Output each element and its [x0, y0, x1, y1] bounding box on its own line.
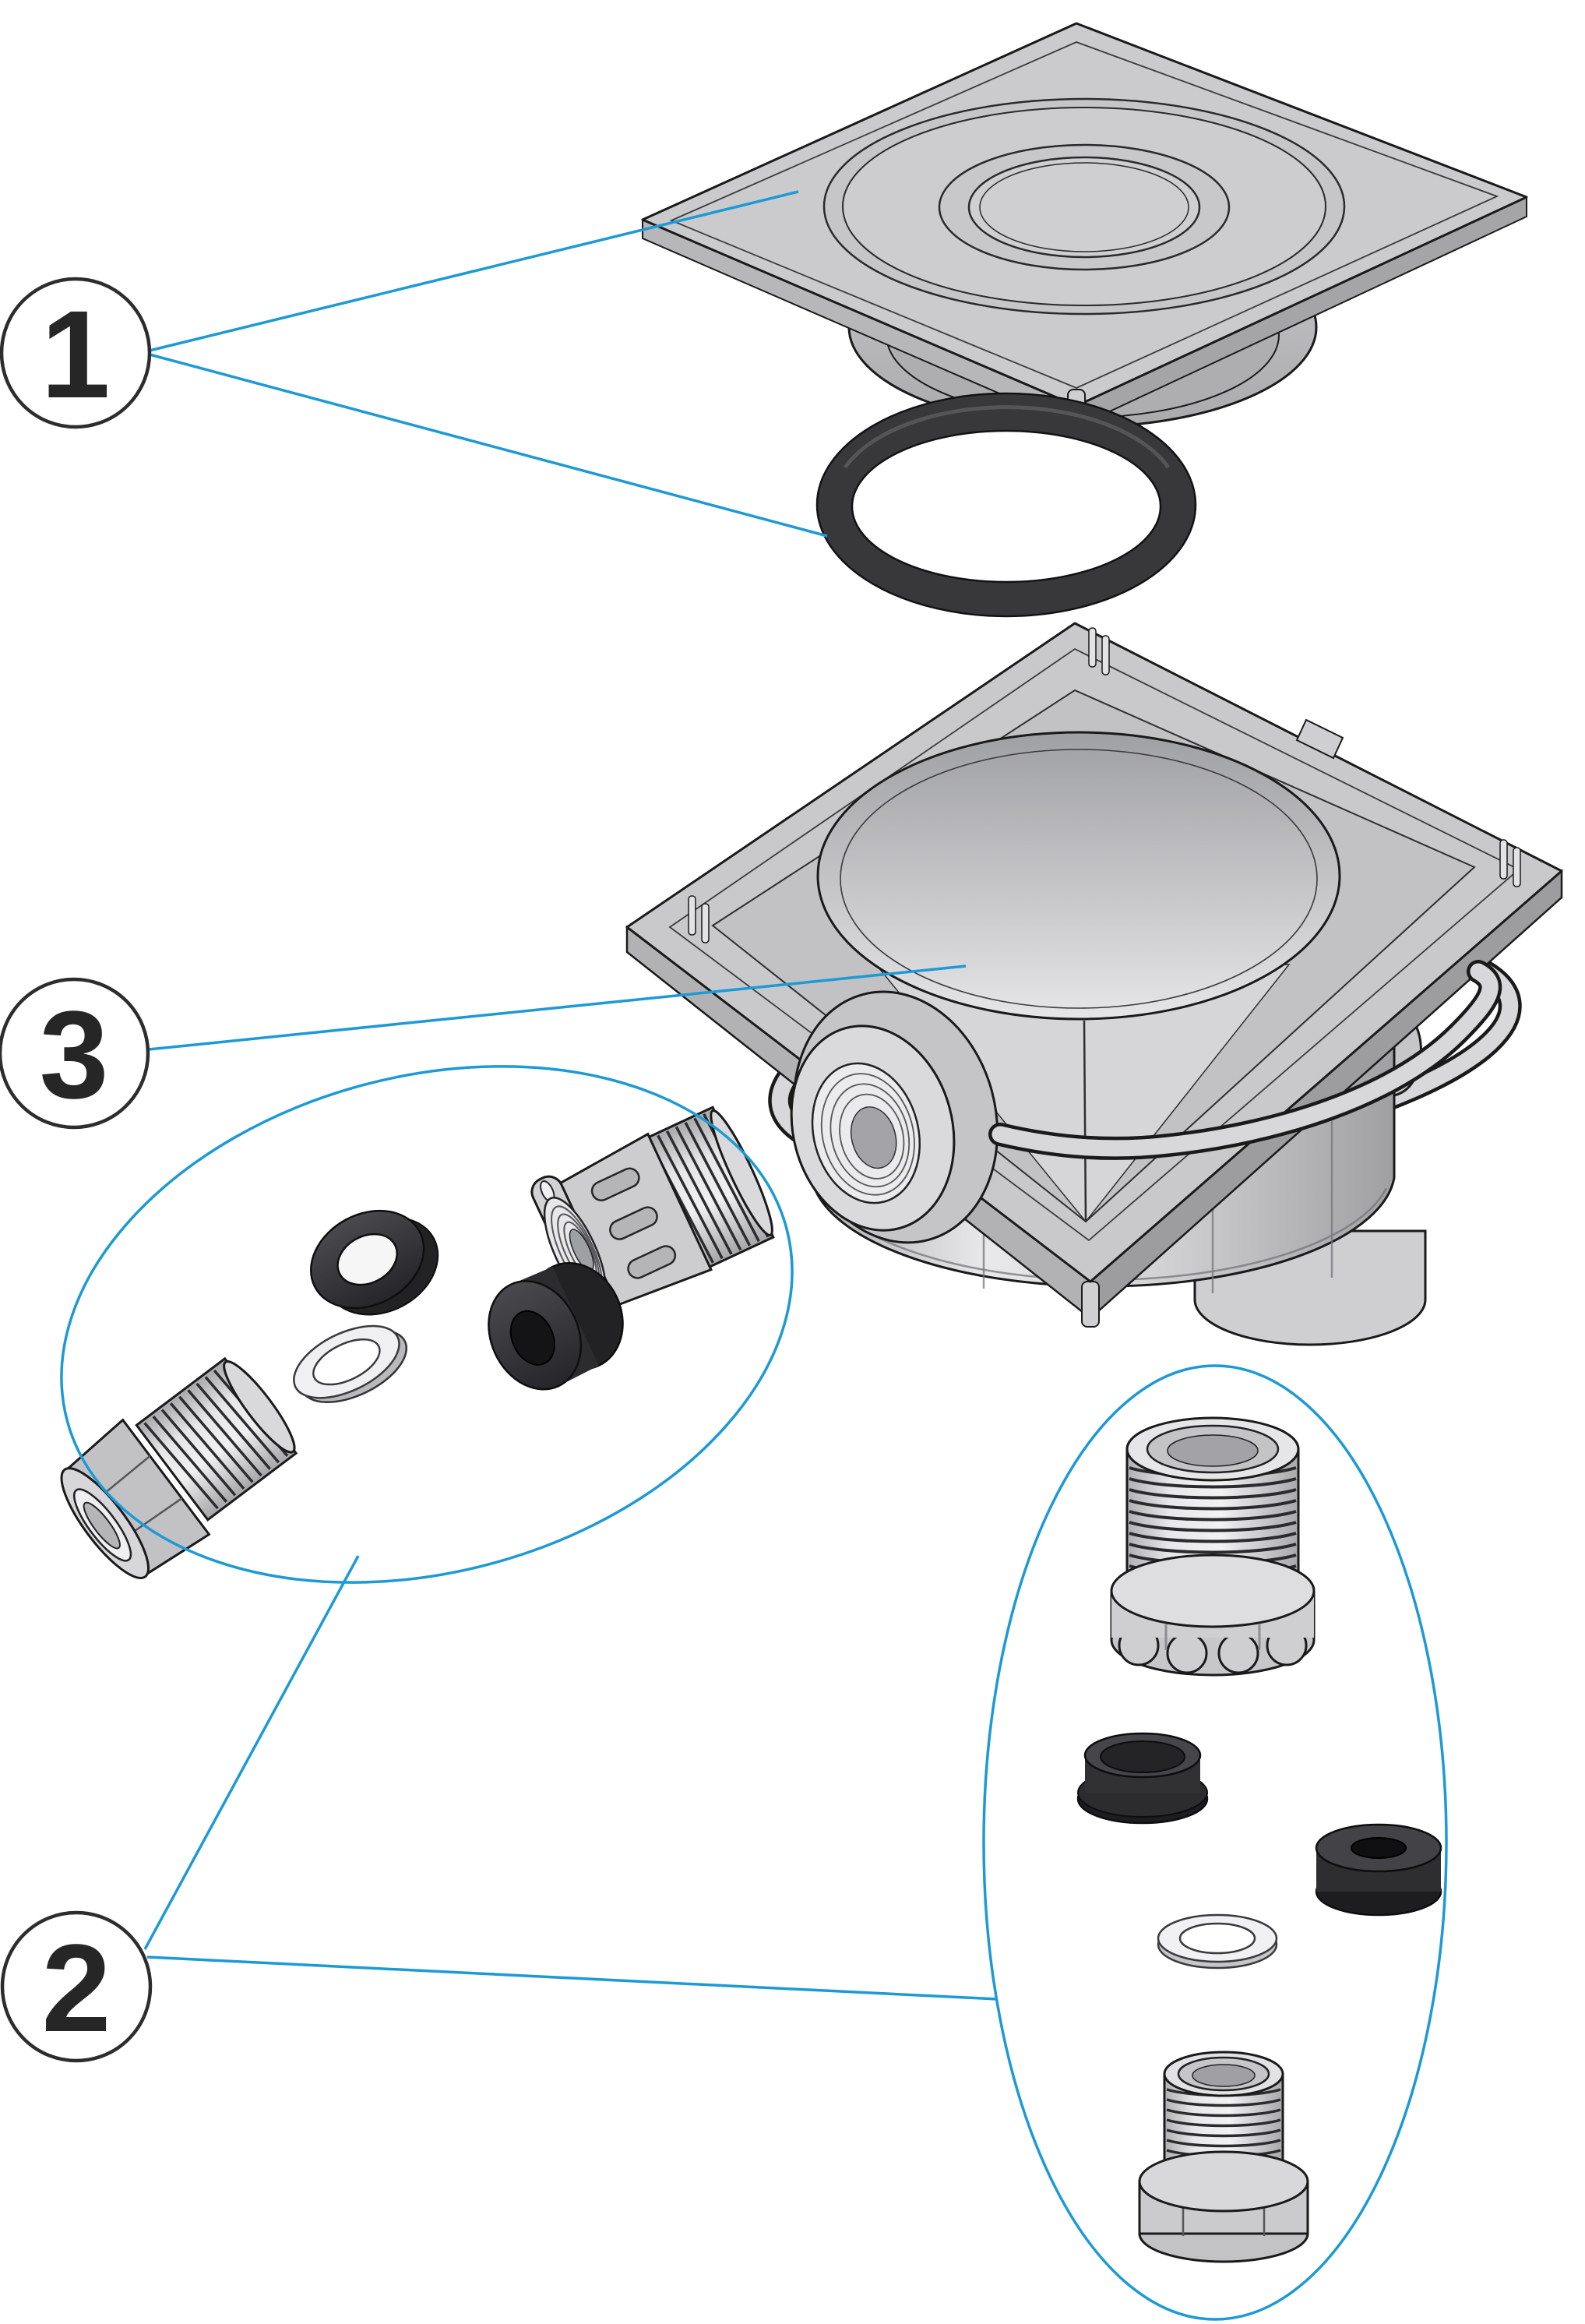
- callout-1: 1: [0, 277, 152, 429]
- junction-box-body: [625, 622, 1563, 1346]
- flange-edge-clip: [1295, 718, 1344, 760]
- callout-1-circle: [0, 277, 152, 429]
- port-bore-deep: [850, 1106, 897, 1169]
- callouts: 1 3 2: [0, 277, 153, 2063]
- leader-3-to-body: [148, 965, 967, 1051]
- bushing-left-bore-deep: [83, 1501, 121, 1550]
- port-threads: [820, 1073, 915, 1196]
- rubber-cap: [1076, 1732, 1209, 1825]
- hex-bushing-left: [60, 1356, 298, 1579]
- leader-2-to-left-group: [143, 1555, 360, 1950]
- flange-corner-pins: [688, 627, 1521, 943]
- threaded-adapter: [1110, 1416, 1316, 1677]
- bushing-right-bore-deep: [1192, 2064, 1256, 2087]
- rubber-cap-recess: [1100, 1740, 1185, 1773]
- lid-inner-border: [669, 41, 1499, 389]
- group-ellipse-left: [60, 1065, 794, 1584]
- cup-interior: [816, 731, 1341, 1021]
- cup-rim-line: [840, 749, 1318, 1009]
- rubber-washer: [1315, 1823, 1442, 1917]
- callout-2: 2: [0, 1910, 153, 2063]
- grommet-ring-hole: [336, 1233, 398, 1286]
- adapter-bore-inner: [1167, 1434, 1259, 1467]
- flat-washer-right: [1157, 1913, 1278, 1970]
- cable-gland-nut: [530, 1106, 775, 1326]
- fitting-group-right: [1076, 1416, 1442, 2263]
- grommet-plug-hole: [509, 1310, 555, 1366]
- washer-right-hole: [1178, 1922, 1256, 1955]
- rubber-washer-hole: [1351, 1837, 1407, 1859]
- o-ring-highlight: [843, 405, 1171, 469]
- callout-3: 3: [0, 977, 150, 1130]
- leader-1-to-lid: [149, 190, 799, 352]
- gland-castellation-slots: [590, 1167, 677, 1279]
- callout-3-number: 3: [40, 985, 109, 1124]
- lid-ring-innermost: [979, 162, 1189, 252]
- funnel-center-rib: [1083, 1020, 1087, 1222]
- washer-left-hole: [312, 1338, 381, 1386]
- flange-corner-tab: [1081, 1281, 1100, 1328]
- rubber-grommet-ring: [309, 1209, 439, 1316]
- callout-2-number: 2: [42, 1918, 111, 2058]
- side-threaded-port: [790, 990, 999, 1244]
- o-ring-hole: [851, 429, 1162, 584]
- group-ellipse-right: [982, 1364, 1448, 2321]
- callout-3-circle: [0, 977, 150, 1130]
- o-ring-seal: [815, 392, 1197, 618]
- annotations: [60, 190, 1448, 2321]
- callout-1-number: 1: [41, 284, 111, 424]
- leader-2-to-right-group: [146, 1955, 998, 2001]
- rubber-grommet-plug: [488, 1262, 624, 1391]
- hex-bushing-right: [1138, 2051, 1309, 2263]
- leader-1-to-oring: [149, 353, 828, 538]
- lid-cover: [641, 22, 1528, 434]
- lid-ring-inner: [967, 156, 1201, 259]
- flat-washer-left: [293, 1324, 408, 1404]
- fitting-group-left: [60, 1106, 775, 1579]
- callout-2-circle: [0, 1910, 153, 2063]
- retaining-hoop-front: [988, 960, 1502, 1160]
